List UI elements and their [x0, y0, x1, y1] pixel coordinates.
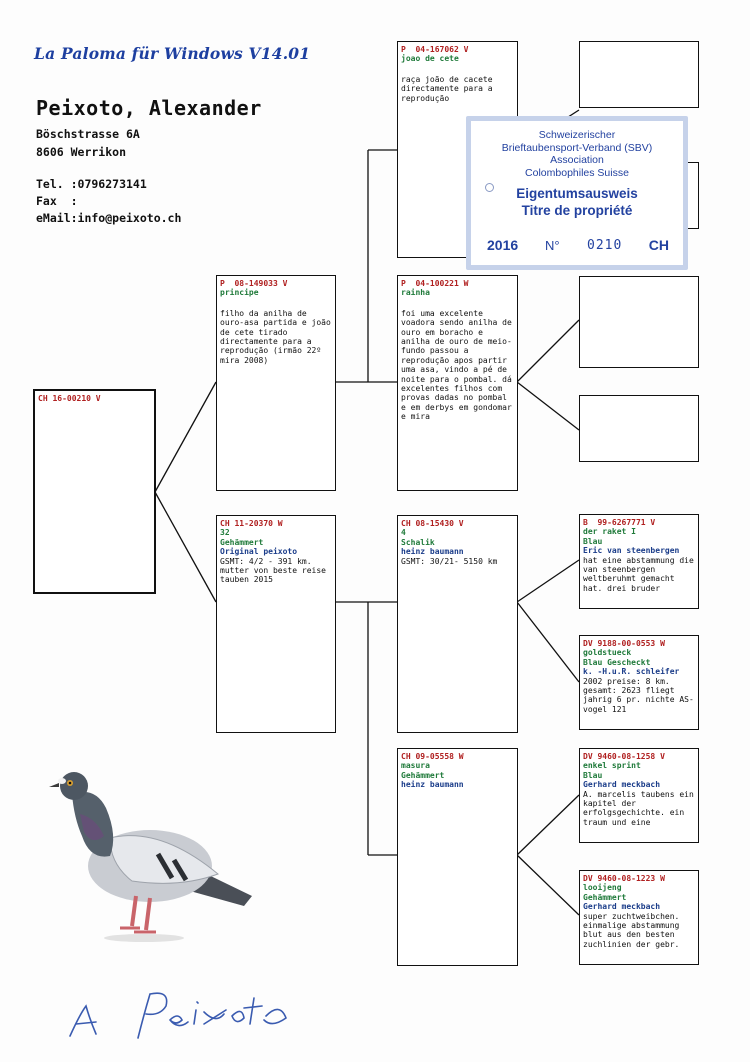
dam-sire-sire-notes: hat eine abstammung die van steenbergen … [583, 555, 699, 593]
dam-name: 32 [220, 528, 230, 538]
card-year: 2016 [487, 237, 519, 253]
owner-fax: Fax : [36, 194, 78, 208]
dam-dam-dam-name: looijeng [583, 883, 622, 893]
dam-sire-dam-box: DV 9188-00-0553 W goldstueck Blau Gesche… [579, 635, 699, 730]
dam-sire-box: CH 08-15430 V 4 Schalik heinz baumann GS… [397, 515, 518, 733]
card-footer: 2016 N° 0210 CH [471, 237, 683, 257]
dam-box: CH 11-20370 W 32 Gehämmert Original peix… [216, 515, 336, 733]
dam-dam-color: Gehämmert [401, 770, 445, 780]
dam-sire-dam-name: goldstueck [583, 648, 632, 658]
dam-dam-sire-ring: DV 9460-08-1258 V [583, 752, 665, 761]
dam-ring: CH 11-20370 W [220, 519, 283, 528]
owner-name: Peixoto, Alexander [36, 96, 262, 120]
handwritten-signature [69, 992, 287, 1039]
dam-dam-dam-breeder: Gerhard meckbach [583, 902, 661, 912]
app-title: La Paloma für Windows V14.01 [34, 44, 311, 63]
ownership-card: Schweizerischer Brieftaubensport-Verband… [466, 116, 688, 270]
dam-dam-box: CH 09-05558 W masura Gehämmert heinz bau… [397, 748, 518, 966]
sire-dam-ring: P 04-100221 W [401, 279, 469, 288]
card-number-label: N° [545, 238, 560, 253]
card-title-fr: Titre de propriété [521, 203, 633, 218]
dam-sire-dam-notes: 2002 preise: 8 km. gesamt: 2623 fliegt j… [583, 676, 694, 714]
dam-sire-color: Schalik [401, 537, 435, 547]
dam-dam-breeder: heinz baumann [401, 780, 464, 790]
sire-sire-notes: raça joão de cacete directamente para a … [401, 74, 498, 103]
ggp-box-1 [579, 41, 699, 108]
sire-ring: P 08-149033 V [220, 279, 288, 288]
sire-dam-name: rainha [401, 288, 430, 298]
sire-name: principe [220, 288, 259, 298]
dam-sire-name: 4 [401, 528, 406, 538]
ownership-card-inner: Schweizerischer Brieftaubensport-Verband… [471, 121, 683, 265]
dam-color: Gehämmert [220, 537, 264, 547]
dam-dam-name: masura [401, 761, 430, 771]
dam-dam-sire-box: DV 9460-08-1258 V enkel sprint Blau Gerh… [579, 748, 699, 843]
sire-dam-notes: foi uma excelente voadora sendo anilha d… [401, 308, 517, 422]
dam-dam-sire-name: enkel sprint [583, 761, 641, 771]
dam-dam-ring: CH 09-05558 W [401, 752, 464, 761]
dam-sire-breeder: heinz baumann [401, 547, 464, 557]
owner-street: Böschstrasse 6A [36, 127, 140, 141]
owner-email: eMail:info@peixoto.ch [36, 211, 182, 225]
dam-sire-sire-breeder: Eric van steenbergen [583, 546, 680, 556]
dam-breeder: Original peixoto [220, 547, 298, 557]
punch-hole-icon [485, 183, 494, 192]
card-line-1: Schweizerischer [538, 129, 616, 141]
owner-city: 8606 Werrikon [36, 145, 127, 159]
dam-sire-notes: GSMT: 30/21- 5150 km [401, 556, 498, 566]
sire-box: P 08-149033 V principe filho da anilha d… [216, 275, 336, 491]
dam-dam-dam-box: DV 9460-08-1223 W looijeng Gehämmert Ger… [579, 870, 699, 965]
dam-dam-sire-notes: A. marcelis taubens ein kapitel der erfo… [583, 789, 699, 827]
card-line-2: Brieftaubensport-Verband (SBV) [501, 141, 653, 154]
ggp-box-4 [579, 395, 699, 462]
card-line-3: Association [550, 154, 604, 166]
card-line-4: Colombophiles Suisse [525, 166, 629, 179]
ggp-box-3 [579, 276, 699, 368]
dam-sire-ring: CH 08-15430 V [401, 519, 464, 528]
owner-tel: Tel. :0796273141 [36, 177, 147, 191]
card-country: CH [648, 237, 669, 253]
dam-sire-sire-box: B 99-6267771 V der raket I Blau Eric van… [579, 514, 699, 609]
pigeon-illustration [49, 772, 252, 942]
sire-sire-ring: P 04-167062 V [401, 45, 469, 54]
dam-notes: GSMT: 4/2 - 391 km. mutter von beste rei… [220, 556, 331, 585]
sire-dam-box: P 04-100221 W rainha foi uma excelente v… [397, 275, 518, 491]
subject-ring: CH 16-00210 V [38, 394, 101, 403]
dam-sire-dam-ring: DV 9188-00-0553 W [583, 639, 665, 648]
sire-sire-name: joao de cete [401, 54, 459, 64]
dam-dam-sire-color: Blau [583, 770, 603, 780]
card-title-de: Eigentumsausweis [516, 186, 638, 201]
subject-box: CH 16-00210 V [33, 389, 156, 594]
dam-sire-dam-breeder: k. -H.u.R. schleifer [583, 667, 680, 677]
dam-sire-sire-ring: B 99-6267771 V [583, 518, 656, 527]
dam-dam-dam-color: Gehämmert [583, 892, 627, 902]
dam-sire-dam-color: Blau Gescheckt [583, 657, 651, 667]
dam-dam-dam-ring: DV 9460-08-1223 W [583, 874, 665, 883]
dam-dam-dam-notes: super zuchtweibchen. einmalige abstammun… [583, 911, 685, 949]
dam-sire-sire-name: der raket I [583, 527, 636, 537]
dam-sire-sire-color: Blau [583, 536, 603, 546]
sire-notes: filho da anilha de ouro-asa partida e jo… [220, 308, 336, 365]
dam-dam-sire-breeder: Gerhard meckbach [583, 780, 661, 790]
card-number: 0210 [587, 238, 623, 253]
